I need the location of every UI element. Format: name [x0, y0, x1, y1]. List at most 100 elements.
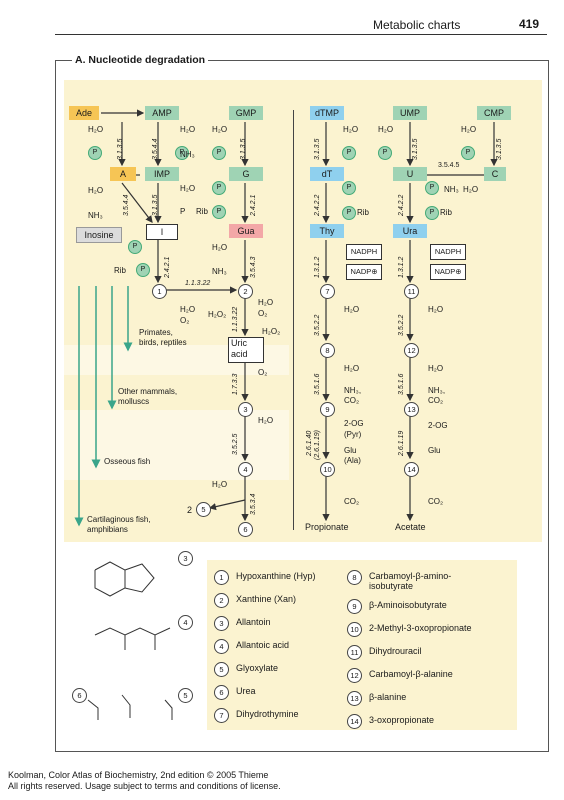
metabolite-4: 4	[238, 462, 253, 477]
phosphate-icon: P	[378, 146, 392, 160]
phosphate-icon: P	[212, 205, 226, 219]
header-title: Metabolic charts	[373, 18, 461, 32]
h2o-label: H₂O	[180, 305, 196, 314]
metabolite-6: 6	[238, 522, 253, 537]
a-box: A	[110, 167, 136, 181]
legend-text: Carbamoyl-β-amino-	[369, 571, 452, 581]
nh3-label: NH₃	[212, 267, 227, 276]
legend-number: 13	[347, 691, 362, 706]
phosphate-icon: P	[128, 240, 142, 254]
c-box: C	[484, 167, 506, 181]
rib-label: Rib	[357, 208, 370, 217]
panel-divider	[293, 110, 294, 530]
metabolite-13: 13	[404, 402, 419, 417]
cmp-box: CMP	[477, 106, 511, 120]
ec-label: 2.6.1.40	[306, 430, 313, 456]
ec-label: 2.4.2.1	[164, 256, 171, 278]
header-rule	[55, 34, 547, 35]
ec-label: 2.4.2.1	[250, 194, 257, 216]
co2-label: CO₂	[428, 497, 444, 506]
propionate-label: Propionate	[305, 522, 349, 532]
species-primates-2: birds, reptiles	[139, 338, 187, 347]
ec-label: 3.5.4.4	[123, 194, 130, 216]
metabolite-3: 3	[238, 402, 253, 417]
legend-text: β-Aminoisobutyrate	[369, 600, 447, 610]
section-frame	[55, 60, 549, 752]
structures-panel	[64, 548, 204, 738]
legend-number: 10	[347, 622, 362, 637]
metabolite-5: 5	[196, 502, 211, 517]
legend-text: β-alanine	[369, 692, 407, 702]
species-mammals-2: molluscs	[118, 397, 150, 406]
h2o-label: H₂O	[212, 243, 228, 252]
structure-6-marker: 6	[72, 688, 87, 703]
nadph-box-1: NADPH	[346, 244, 382, 260]
oxoglutarate-label: 2-OG	[344, 419, 364, 428]
amp-box: AMP	[145, 106, 179, 120]
ec-label: 3.5.1.6	[314, 373, 321, 395]
h2o-label: H₂O	[344, 305, 360, 314]
i-box: I	[146, 224, 178, 240]
gmp-box: GMP	[229, 106, 263, 120]
legend-text: Xanthine (Xan)	[236, 594, 297, 604]
inosine-label: Inosine	[76, 227, 122, 243]
metabolite-7: 7	[320, 284, 335, 299]
h2o-label: H₂O	[463, 185, 479, 194]
phosphate-icon: P	[425, 206, 439, 220]
ec-label: 3.1.3.5	[240, 138, 247, 160]
ec-label: 3.5.2.5	[232, 433, 239, 455]
section-title: A. Nucleotide degradation	[72, 54, 209, 66]
nh3-co2-label: NH₃,	[344, 386, 362, 395]
ec-label: 2.4.2.2	[314, 194, 321, 216]
ec-label: 1.3.1.2	[398, 256, 405, 278]
dt-box: dT	[310, 167, 344, 181]
two-label: 2	[187, 505, 193, 515]
phosphate-icon: P	[88, 146, 102, 160]
ade-box: Ade	[69, 106, 99, 120]
legend-text: 3-oxopropionate	[369, 715, 435, 725]
p-label: P	[180, 207, 186, 216]
legend-text: Urea	[236, 686, 256, 696]
uric-acid-line1: Uric	[231, 338, 247, 348]
phosphate-icon: P	[342, 146, 356, 160]
ec-label: 3.1.3.5	[314, 138, 321, 160]
h2o-label: H₂O	[461, 125, 477, 134]
ec-label: 3.5.3.4	[250, 493, 257, 515]
legend-number: 9	[347, 599, 362, 614]
metabolite-9: 9	[320, 402, 335, 417]
thy-box: Thy	[310, 224, 344, 238]
ec-label: 2.6.1.19	[398, 430, 405, 456]
phosphate-icon: P	[425, 181, 439, 195]
phosphate-icon: P	[175, 146, 189, 160]
phosphate-icon: P	[212, 146, 226, 160]
ec-label: 3.5.1.6	[398, 373, 405, 395]
metabolite-11: 11	[404, 284, 419, 299]
structure-drawings	[87, 561, 173, 720]
ec-label: 3.5.4.3	[250, 256, 257, 278]
ec-label: 3.1.3.5	[152, 194, 159, 216]
co2-label: CO₂	[428, 396, 444, 405]
h2o-label: H₂O	[343, 125, 359, 134]
phosphate-icon: P	[342, 181, 356, 195]
h2o-label: H₂O	[88, 186, 104, 195]
u-box: U	[393, 167, 427, 181]
dtmp-box: dTMP	[310, 106, 344, 120]
ec-label: 3.1.3.5	[412, 138, 419, 160]
nh3-label: NH₃	[444, 185, 459, 194]
h2o-label: H₂O	[212, 480, 228, 489]
phosphate-icon: P	[212, 181, 226, 195]
legend-number: 2	[214, 593, 229, 608]
uric-acid-line2: acid	[231, 349, 248, 359]
metabolite-10: 10	[320, 462, 335, 477]
metabolite-2: 2	[238, 284, 253, 299]
legend-text: Carbamoyl-β-alanine	[369, 669, 453, 679]
ec-label: 3.1.3.5	[117, 138, 124, 160]
ura-box: Ura	[393, 224, 427, 238]
legend-number: 11	[347, 645, 362, 660]
footer-line-2: All rights reserved. Usage subject to te…	[8, 781, 281, 791]
rib-label: Rib	[196, 207, 209, 216]
nh3-label: NH₃	[180, 150, 195, 159]
structure-5-marker: 5	[178, 688, 193, 703]
ec-label: 3.5.2.2	[398, 314, 405, 336]
rib-label: Rib	[440, 208, 453, 217]
